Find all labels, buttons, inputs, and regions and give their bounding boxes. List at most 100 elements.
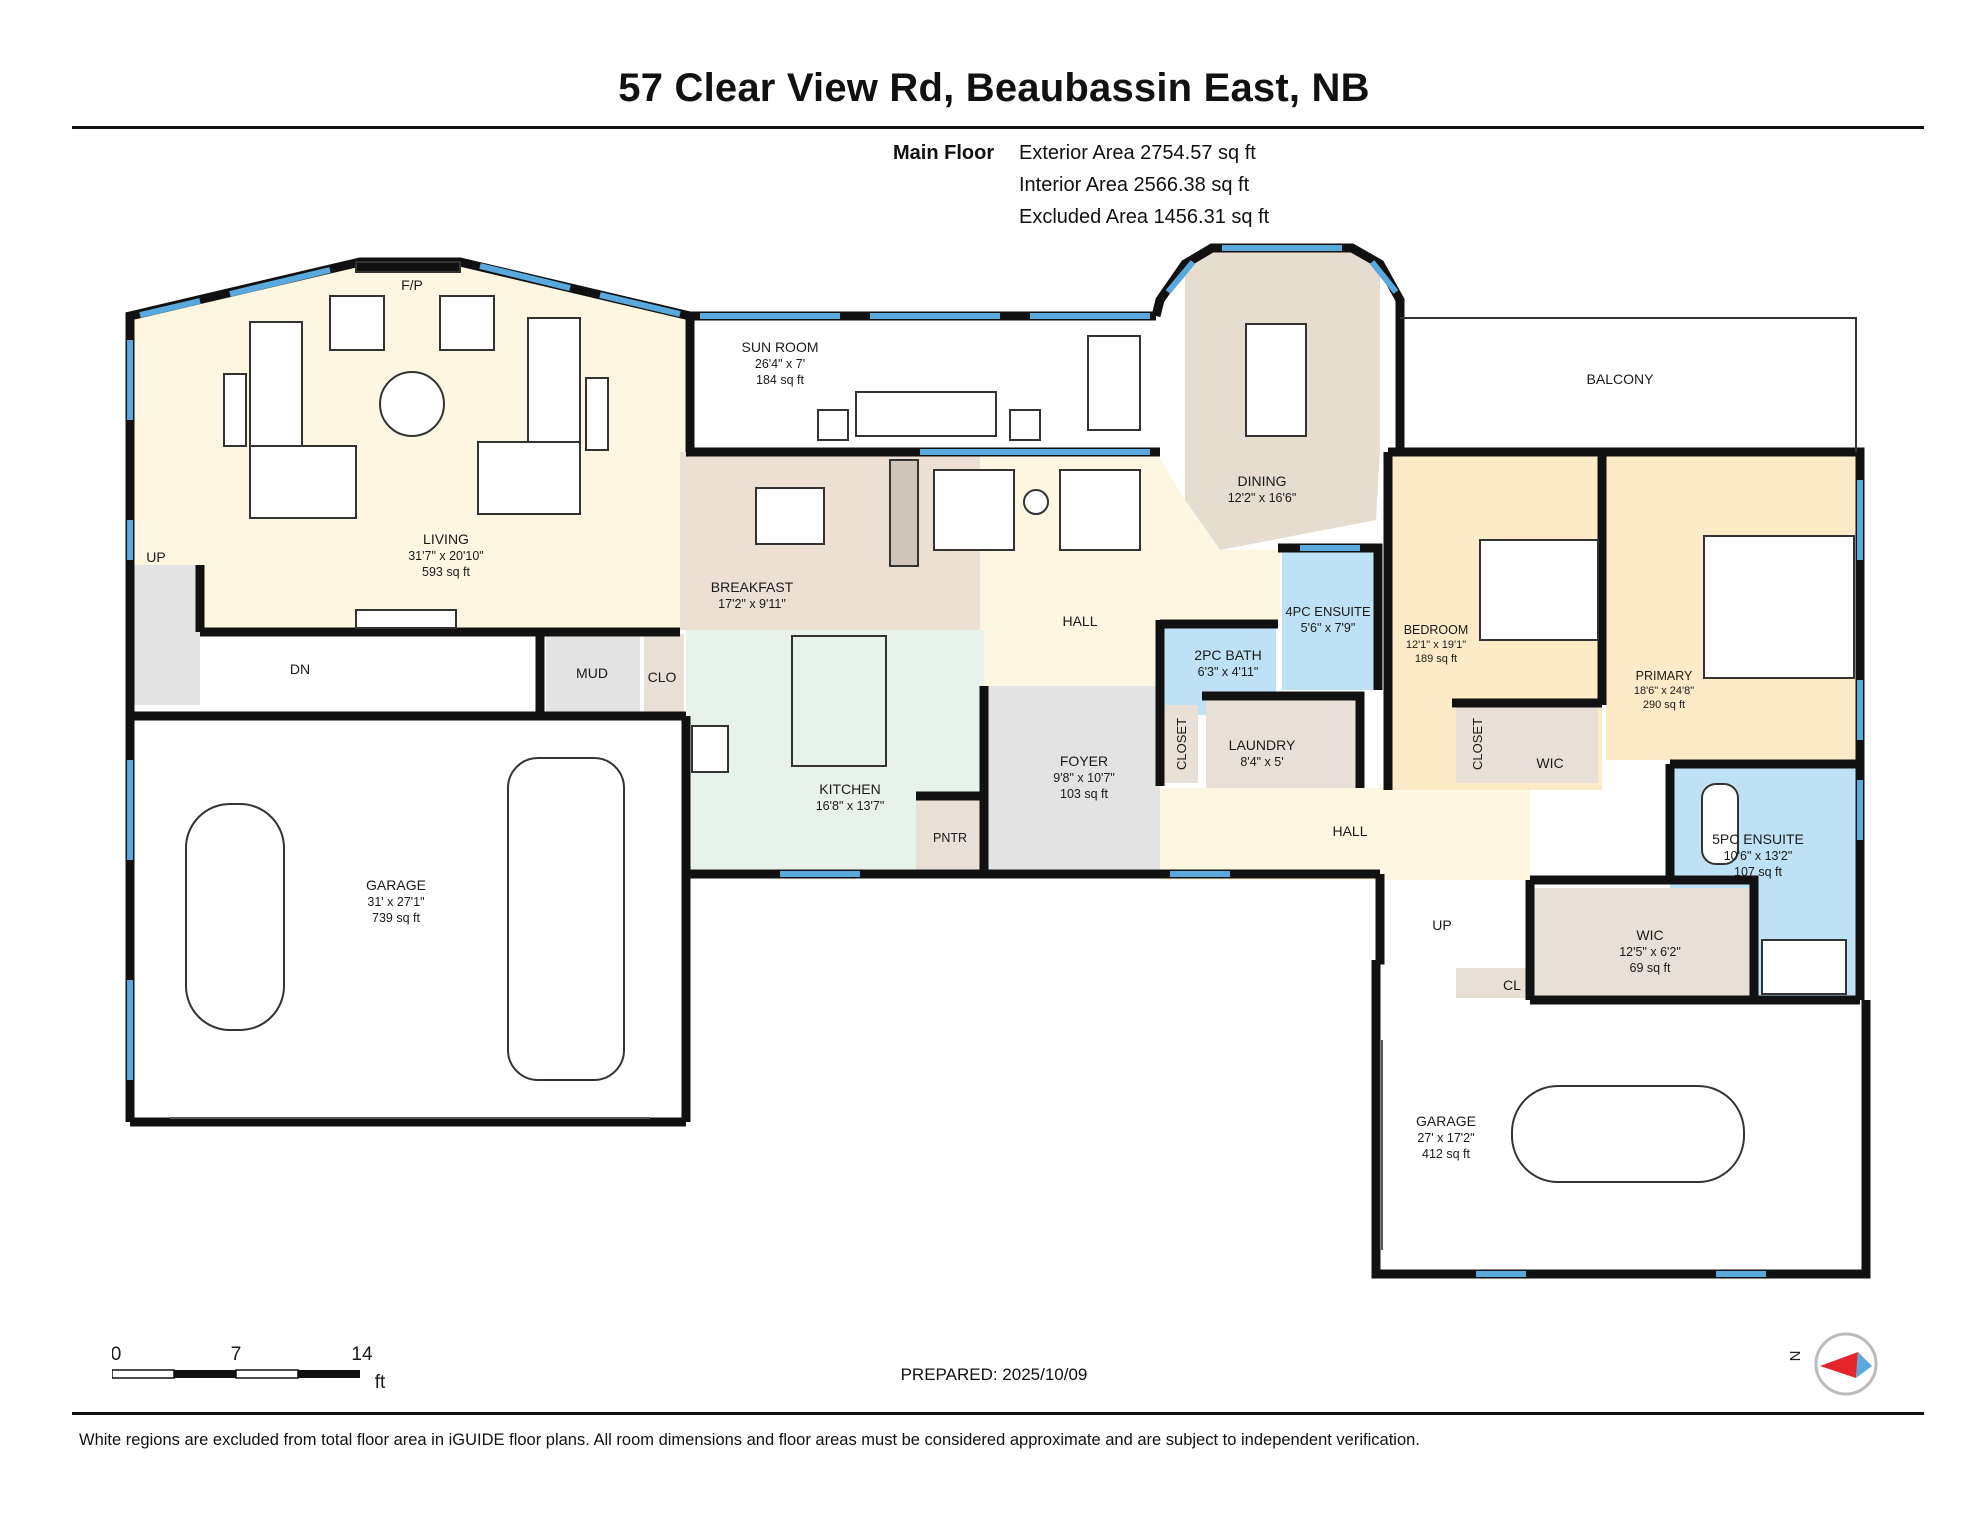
- window: [139, 298, 201, 318]
- footer-rule: [72, 1412, 1924, 1415]
- foyer-wall-step: [1375, 874, 1385, 965]
- clo-fill: [644, 634, 684, 716]
- disclaimer: White regions are excluded from total fl…: [79, 1431, 1420, 1449]
- closet-bed-fill: [1456, 705, 1502, 783]
- prepared-date: PREPARED: 2025/10/09: [900, 1365, 1088, 1384]
- stair-down-fill: [222, 640, 332, 700]
- breakfast-dims: 17'2" x 9'11": [718, 597, 786, 611]
- sunroom-chair: [817, 409, 849, 441]
- up-label: UP: [146, 549, 165, 565]
- wic-walls: [1530, 875, 1759, 998]
- dn-label: DN: [290, 661, 310, 677]
- closet-bed-label: CLOSET: [1470, 718, 1485, 770]
- laundry-fill: [1206, 700, 1356, 788]
- window: [1165, 260, 1196, 294]
- scale-tick-7: 7: [231, 1344, 242, 1365]
- laundry-wall: [1202, 691, 1365, 788]
- breakfast-table: [755, 487, 825, 545]
- cl-label: CL: [1503, 977, 1521, 993]
- primary-name: PRIMARY: [1636, 669, 1693, 683]
- armchair: [329, 295, 385, 351]
- sunroom-chair: [1009, 409, 1041, 441]
- bed: [1703, 535, 1855, 679]
- balcony-label: BALCONY: [1587, 371, 1655, 387]
- ensuite4-dims: 5'6" x 7'9": [1301, 621, 1356, 635]
- wic-upper-name: WIC: [1536, 755, 1563, 771]
- window: [599, 292, 681, 317]
- furniture: [185, 261, 1855, 1183]
- laundry-dims: 8'4" x 5': [1240, 755, 1283, 769]
- clo-label: CLO: [648, 669, 677, 685]
- ensuite5-name: 5PC ENSUITE: [1712, 831, 1804, 847]
- hearth: [355, 609, 457, 629]
- scale-unit: ft: [375, 1372, 386, 1392]
- kitchen-island: [791, 635, 887, 767]
- small-garage-wall: [1371, 960, 1871, 1279]
- room-labels: F/P LIVING 31'7" x 20'10" 593 sq ft SUN …: [146, 277, 1804, 1161]
- wic-lower-name: WIC: [1636, 927, 1663, 943]
- dining-table: [1245, 323, 1307, 437]
- side-table-round: [1023, 489, 1049, 515]
- living-name: LIVING: [423, 531, 469, 547]
- car-small: [1511, 1085, 1745, 1183]
- garage-main-area: 739 sq ft: [372, 911, 420, 925]
- scale-bar: 0 7 14 ft: [112, 1344, 386, 1392]
- window: [479, 263, 571, 291]
- side-table: [585, 377, 609, 451]
- sunroom-sofa: [855, 391, 997, 437]
- shower: [1761, 939, 1847, 995]
- garage-main-name: GARAGE: [366, 877, 426, 893]
- hall-fill: [980, 452, 1280, 686]
- breakfast-fill: [680, 452, 980, 630]
- up2-label: UP: [1432, 917, 1451, 933]
- wic-lower-fill: [1532, 888, 1754, 998]
- compass-letter: N: [1787, 1351, 1804, 1362]
- coffee-table: [379, 371, 445, 437]
- scale-seg: [298, 1370, 360, 1378]
- title-rule: [72, 126, 1924, 129]
- ensuite5-dims: 10'6" x 13'2": [1724, 849, 1793, 863]
- fireplace: [355, 261, 461, 273]
- armchair: [439, 295, 495, 351]
- ensuite4-fill: [1282, 550, 1374, 690]
- kitchen-name: KITCHEN: [819, 781, 880, 797]
- pantry-label: PNTR: [933, 831, 967, 845]
- wic-upper-fill: [1502, 705, 1598, 783]
- hall2-fill-b: [1160, 788, 1530, 880]
- foyer-name: FOYER: [1060, 753, 1108, 769]
- bath2-name: 2PC BATH: [1194, 647, 1261, 663]
- dining-name: DINING: [1238, 473, 1287, 489]
- garage-small-area: 412 sq ft: [1422, 1147, 1470, 1161]
- armchair: [1059, 469, 1141, 551]
- stove: [691, 725, 729, 773]
- breakfast-name: BREAKFAST: [711, 579, 794, 595]
- sofa-chaise: [249, 445, 357, 519]
- bedroom-name: BEDROOM: [1404, 623, 1469, 637]
- armchair: [933, 469, 1015, 551]
- wic-lower-dims: 12'5" x 6'2": [1619, 945, 1681, 959]
- living-area: 593 sq ft: [422, 565, 470, 579]
- bar-counter: [889, 459, 919, 567]
- scale-seg: [174, 1370, 236, 1378]
- tub: [1701, 783, 1739, 865]
- foyer-fill: [984, 686, 1160, 874]
- interior-area: Interior Area 2566.38 sq ft: [1019, 174, 1250, 196]
- closet-foyer-fill: [1164, 705, 1198, 783]
- garage-small-dims: 27' x 17'2": [1417, 1131, 1474, 1145]
- garage-small-name: GARAGE: [1416, 1113, 1476, 1129]
- pantry-fill: [916, 796, 984, 874]
- compass-needle-icon: [1820, 1352, 1858, 1378]
- mud-fill: [546, 632, 640, 716]
- bath2-dims: 6'3" x 4'11": [1198, 665, 1259, 679]
- side-table: [223, 373, 247, 447]
- closet-foyer-label: CLOSET: [1174, 718, 1189, 770]
- scale-tick-14: 14: [351, 1344, 373, 1365]
- floor-name: Main Floor: [893, 142, 995, 164]
- windows: [127, 245, 1863, 1277]
- compass: N: [1787, 1332, 1878, 1396]
- stair-fill: [130, 565, 200, 705]
- scale-tick-0: 0: [112, 1344, 121, 1365]
- sunroom-dims: 26'4" x 7': [755, 357, 805, 371]
- sunroom-area: 184 sq ft: [756, 373, 804, 387]
